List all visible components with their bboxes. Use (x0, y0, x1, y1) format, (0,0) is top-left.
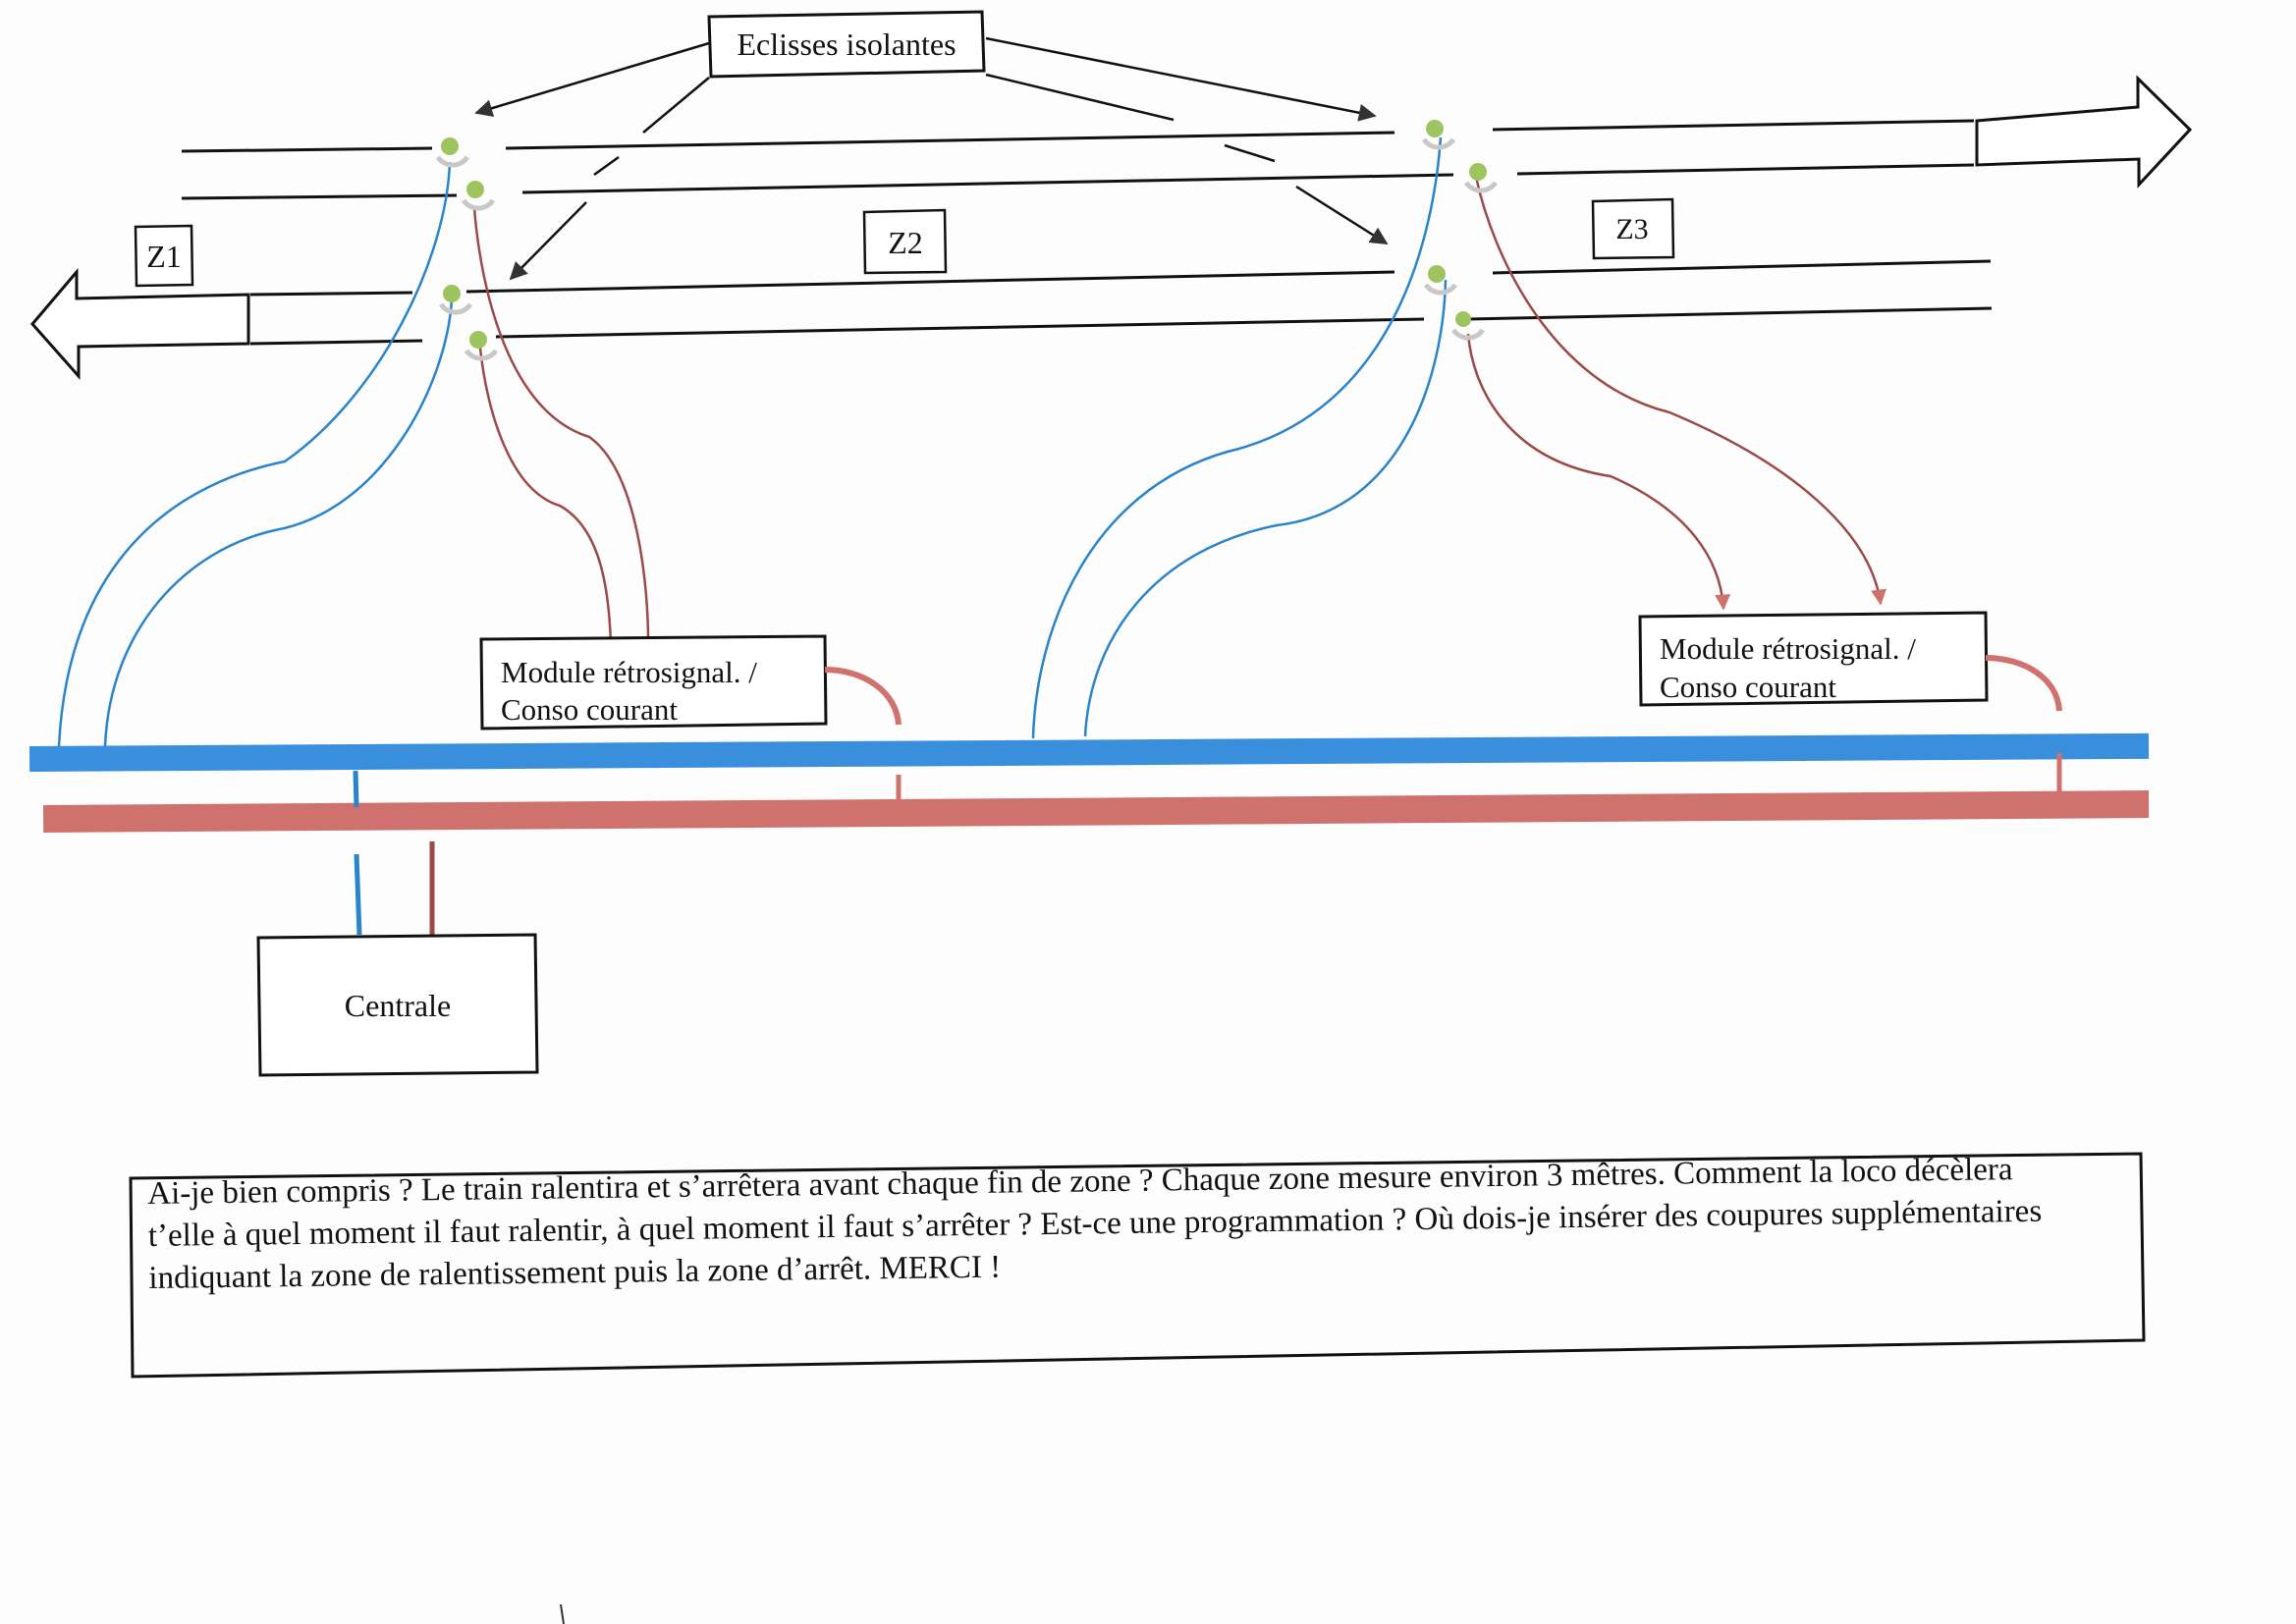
zone-label-z2-text: Z2 (888, 225, 923, 260)
red-wire-right-2 (1466, 333, 1731, 611)
zone-label-z1-text: Z1 (146, 239, 182, 274)
rail-z1-top-b (181, 193, 458, 200)
centrale-blue-link-lower (354, 853, 362, 936)
zone-label-z1: Z1 (134, 224, 194, 288)
red-bus (43, 790, 2150, 833)
wires-right (1031, 136, 1887, 739)
rail-z3-bot-a (1492, 259, 1992, 275)
module-left-line2: Conso courant (501, 692, 678, 727)
rail-z3-top-a (1492, 119, 1975, 132)
module-left-line1: Module rétrosignal. / (501, 655, 757, 689)
rail-z3-bot-b (1467, 306, 1993, 321)
module-right-line1: Module rétrosignal. / (1660, 631, 1916, 666)
rail-z2-top-b (521, 173, 1454, 194)
eclisses-label: Eclisses isolantes (737, 27, 956, 62)
insulator-icon (1423, 265, 1458, 296)
note-box (129, 1152, 2146, 1379)
insulator-icon (1450, 311, 1486, 341)
rail-z3-top-b (1516, 163, 1975, 176)
blue-wire-right-1 (1031, 136, 1443, 739)
blue-wire-right-2 (1083, 279, 1448, 737)
module-right: Module rétrosignal. / Conso courant (1638, 611, 1989, 707)
insulator-icon (461, 181, 496, 211)
insulator-icon (1421, 120, 1456, 150)
rail-z2-top-a (505, 131, 1395, 150)
eclisses-label-box: Eclisses isolantes (707, 10, 986, 79)
module-right-line2: Conso courant (1660, 670, 1836, 704)
centrale-blue-link-upper (353, 770, 359, 808)
rail-z2-bot-a (465, 270, 1395, 294)
insulator-icon (1463, 163, 1499, 193)
arrow-left-icon (30, 267, 250, 380)
wires-left (57, 161, 650, 747)
rail-z1-top-a (181, 146, 433, 153)
zone-label-z3-text: Z3 (1615, 213, 1648, 245)
rail-z1-bot-b (249, 339, 423, 346)
scan-mark (560, 1603, 565, 1624)
eclisses-pointers (474, 36, 1389, 281)
centrale-box: Centrale (256, 933, 539, 1077)
module-left-feed (824, 667, 902, 726)
blue-wire-left-1 (57, 161, 452, 747)
blue-wire-left-2 (103, 298, 454, 747)
insulator-icon (464, 331, 499, 361)
zone-label-z2: Z2 (862, 208, 948, 275)
rail-z2-bot-b (495, 317, 1425, 339)
module-right-feed (1985, 655, 2062, 712)
red-wire-left-1 (472, 207, 650, 641)
insulators (435, 120, 1499, 361)
red-wire-left-2 (477, 338, 613, 644)
rail-z1-bot-a (249, 291, 413, 297)
centrale-label: Centrale (345, 988, 451, 1023)
insulator-icon (438, 285, 473, 315)
red-wire-right-1 (1474, 176, 1887, 606)
insulator-icon (435, 137, 470, 168)
zone-label-z3: Z3 (1591, 197, 1675, 260)
arrow-right-icon (1975, 75, 2193, 189)
blue-bus (29, 732, 2150, 772)
question-note: Ai-je bien compris ? Le train ralentira … (147, 1148, 2123, 1300)
rails (181, 119, 1993, 346)
module-left: Module rétrosignal. / Conso courant (479, 634, 828, 731)
